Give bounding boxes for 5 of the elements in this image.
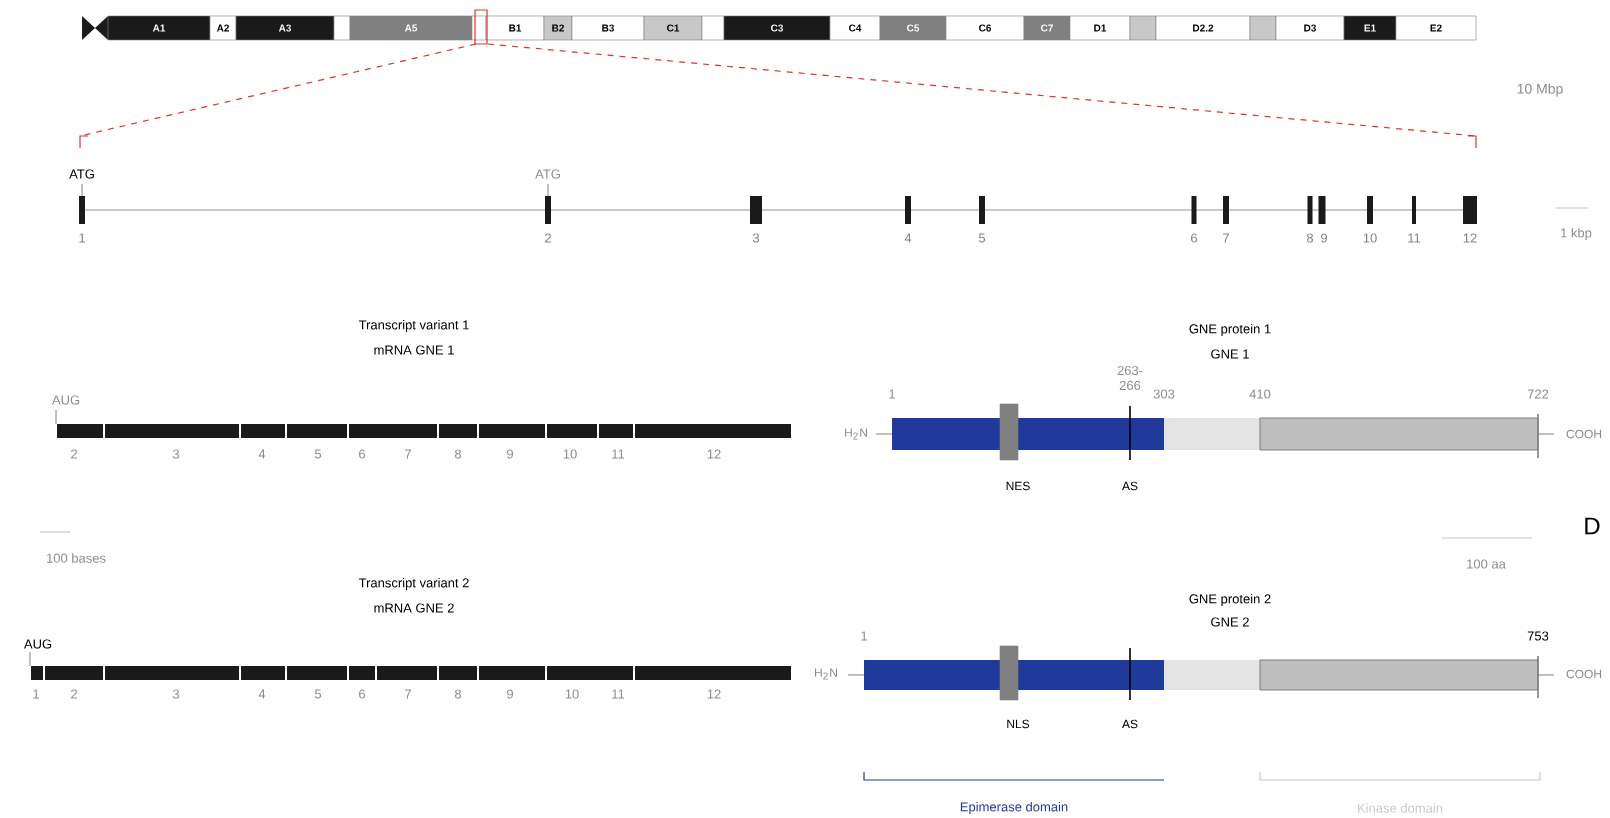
chromosome-band <box>701 15 725 41</box>
chromosome-band <box>333 15 351 41</box>
chromosome-band <box>1249 15 1277 41</box>
panel-letter: D <box>1585 517 1600 535</box>
chromosome-band <box>1129 15 1157 41</box>
